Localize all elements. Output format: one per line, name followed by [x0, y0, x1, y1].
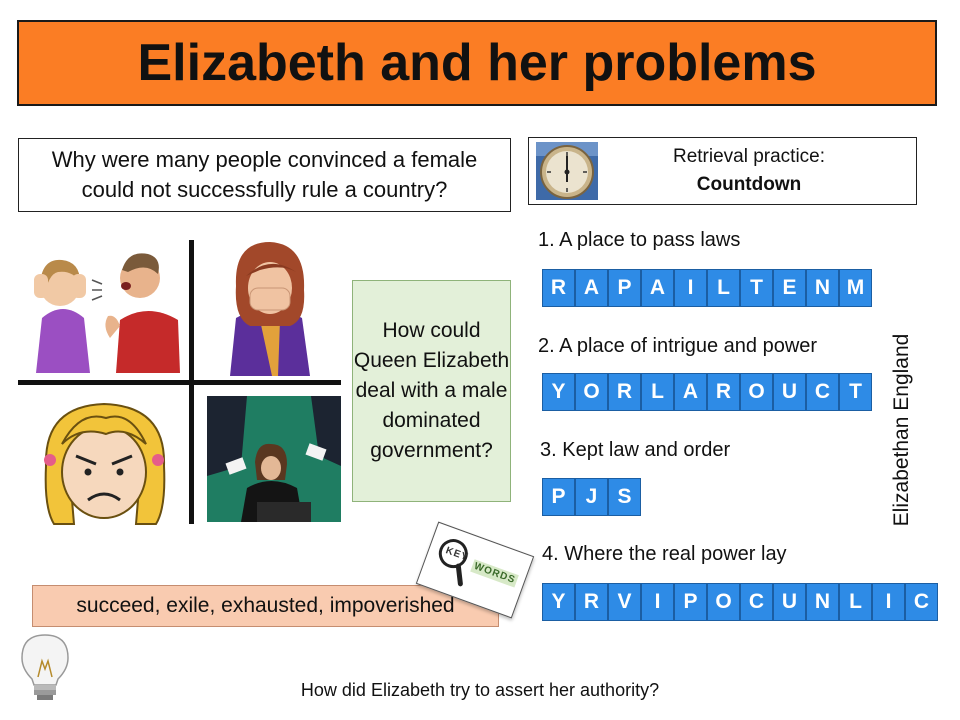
- puzzle-clue-2: 2. A place of intrigue and power: [538, 335, 818, 357]
- letter-tile: T: [740, 269, 773, 307]
- letter-tile: C: [740, 583, 773, 621]
- letter-tile: Y: [542, 583, 575, 621]
- letter-tile: U: [773, 583, 806, 621]
- letter-tile: A: [641, 269, 674, 307]
- letter-tile: R: [608, 373, 641, 411]
- letter-tile: T: [839, 373, 872, 411]
- letter-tile: L: [641, 373, 674, 411]
- letter-tile: O: [740, 373, 773, 411]
- letter-tile: R: [542, 269, 575, 307]
- letter-tile: I: [641, 583, 674, 621]
- retrieval-activity-name: Countdown: [696, 174, 802, 195]
- letter-tile: I: [872, 583, 905, 621]
- letter-tile: A: [575, 269, 608, 307]
- angry-girl-cartoon-image: [44, 402, 166, 525]
- lightbulb-icon: [21, 634, 69, 700]
- question-box: Why were many people convinced a female …: [18, 138, 511, 212]
- discussion-question-box: How could Queen Elizabeth deal with a ma…: [352, 280, 511, 502]
- retrieval-heading: Retrieval practice:: [672, 146, 826, 167]
- letter-tile: O: [575, 373, 608, 411]
- letter-tile: U: [773, 373, 806, 411]
- puzzle-clue-4: 4. Where the real power lay: [542, 543, 787, 565]
- keywords-box: succeed, exile, exhausted, impoverished: [32, 585, 499, 627]
- letter-tile: S: [608, 478, 641, 516]
- letter-tile: C: [806, 373, 839, 411]
- letter-tile: P: [542, 478, 575, 516]
- letter-tile: P: [674, 583, 707, 621]
- letter-tile: R: [707, 373, 740, 411]
- letter-tile: A: [674, 373, 707, 411]
- arguing-couple-image: [34, 253, 180, 373]
- grid-divider-horizontal: [18, 380, 341, 385]
- keywords-badge-right: WORDS: [470, 559, 520, 588]
- letter-tile: C: [905, 583, 938, 621]
- letter-tile: N: [806, 583, 839, 621]
- letter-tile: E: [773, 269, 806, 307]
- letter-tile: O: [707, 583, 740, 621]
- letter-tile: R: [575, 583, 608, 621]
- letter-tile: P: [608, 269, 641, 307]
- letter-tile: V: [608, 583, 641, 621]
- letter-tile: Y: [542, 373, 575, 411]
- letter-tile: L: [839, 583, 872, 621]
- clock-icon: [536, 142, 598, 200]
- letter-tile: L: [707, 269, 740, 307]
- letter-tile: M: [839, 269, 872, 307]
- side-label: Elizabethan England: [890, 333, 913, 527]
- keywords-magnifier-icon: KEY WORDS: [415, 521, 535, 619]
- bottom-question: How did Elizabeth try to assert her auth…: [300, 680, 660, 700]
- page-title: Elizabeth and her problems: [17, 20, 937, 106]
- puzzle-clue-1: 1. A place to pass laws: [538, 229, 741, 251]
- letter-tile: I: [674, 269, 707, 307]
- letter-tile: J: [575, 478, 608, 516]
- upset-woman-image: [230, 242, 310, 376]
- puzzle-clue-3: 3. Kept law and order: [540, 439, 731, 461]
- letter-tile: N: [806, 269, 839, 307]
- office-scene-image: [207, 396, 341, 522]
